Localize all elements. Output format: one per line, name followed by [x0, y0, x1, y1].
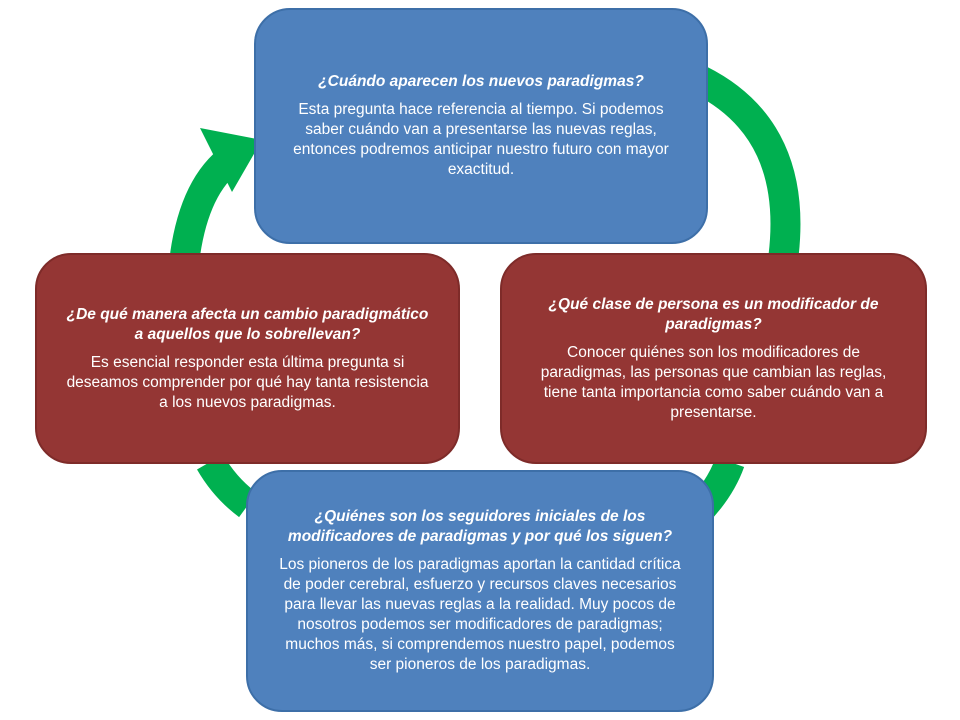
box-question: ¿Cuándo aparecen los nuevos paradigmas?: [318, 73, 644, 90]
box-question: ¿Quiénes son los seguidores iniciales de…: [287, 508, 673, 545]
box-answer: Es esencial responder esta última pregun…: [66, 353, 429, 411]
box-answer: Los pioneros de los paradigmas aportan l…: [279, 556, 681, 673]
box-question: ¿De qué manera afecta un cambio paradigm…: [66, 305, 429, 343]
cycle-arrow-top-right: [693, 66, 801, 262]
box-initial-followers: ¿Quiénes son los seguidores iniciales de…: [246, 470, 714, 712]
cycle-arrow-bottom-left: [197, 454, 258, 518]
box-when-paradigms-appear: ¿Cuándo aparecen los nuevos paradigmas? …: [254, 8, 708, 244]
box-question: ¿Qué clase de persona es un modificador …: [548, 295, 879, 333]
cycle-arrowhead: [200, 128, 262, 192]
box-answer: Conocer quiénes son los modificadores de…: [540, 343, 887, 421]
box-paradigm-shifter-type: ¿Qué clase de persona es un modificador …: [500, 253, 927, 464]
box-answer: Esta pregunta hace referencia al tiempo.…: [293, 101, 669, 178]
box-paradigm-change-effect: ¿De qué manera afecta un cambio paradigm…: [35, 253, 460, 464]
